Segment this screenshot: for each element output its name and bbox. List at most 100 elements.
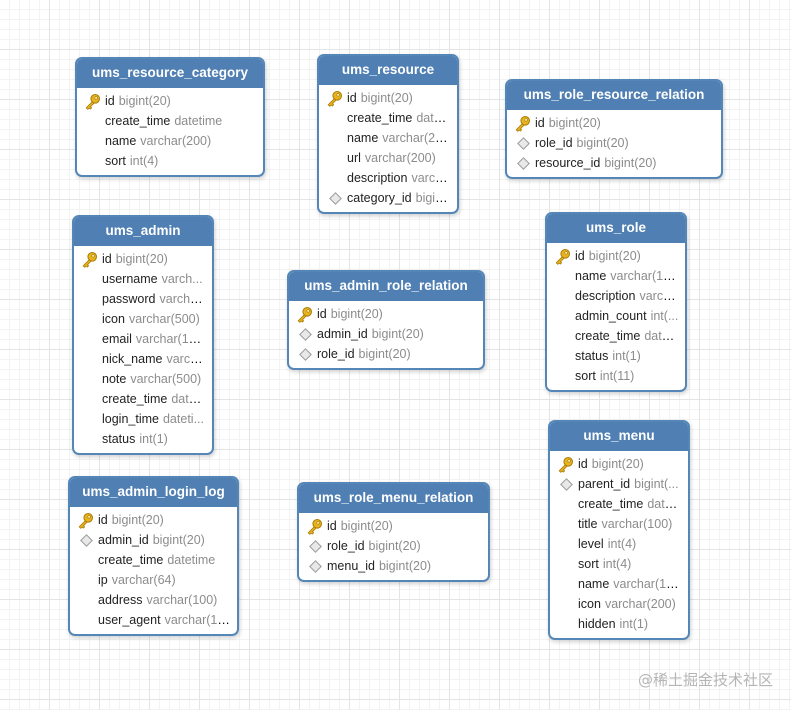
field-type: int(1) — [139, 432, 168, 446]
primary-key-icon — [81, 251, 98, 268]
field-name: title — [578, 517, 598, 531]
field-name: id — [317, 307, 327, 321]
field-type: varchar(10... — [135, 332, 207, 346]
field-name: description — [575, 289, 636, 303]
field-type: varchar(10... — [610, 269, 681, 283]
field-name: id — [535, 116, 545, 130]
field-name: id — [575, 249, 585, 263]
field-type: bigint(20) — [152, 533, 205, 547]
primary-key-icon — [554, 248, 571, 265]
field-type: datet... — [416, 111, 455, 125]
foreign-key-diamond-icon — [299, 328, 312, 341]
field-name: name — [347, 131, 379, 145]
field-name: nick_name — [102, 352, 163, 366]
foreign-key-diamond-icon — [517, 157, 530, 170]
field-type: bigint(20) — [330, 307, 383, 321]
field-type: datetime — [174, 114, 223, 128]
field-type: int(4) — [129, 154, 159, 168]
field-type: bigint(20) — [358, 347, 411, 361]
field-type: int(11) — [599, 369, 635, 383]
field-name: create_time — [575, 329, 641, 343]
field-type: varcha... — [159, 292, 208, 306]
entity-title: ums_resource_category — [77, 59, 263, 88]
field-name: sort — [105, 154, 126, 168]
field-name: id — [578, 457, 588, 471]
field-name: resource_id — [535, 156, 601, 170]
field-name: admin_id — [98, 533, 149, 547]
field-name: username — [102, 272, 158, 286]
field-type: dateti... — [162, 412, 204, 426]
field-type: varchar(500) — [130, 372, 202, 386]
primary-key-icon — [514, 115, 531, 132]
field-type: bigint(20) — [368, 539, 421, 553]
primary-key-icon — [326, 90, 343, 107]
field-name: email — [102, 332, 132, 346]
field-name: name — [578, 577, 610, 591]
field-name: create_time — [102, 392, 168, 406]
field-name: create_time — [347, 111, 413, 125]
field-name: login_time — [102, 412, 159, 426]
